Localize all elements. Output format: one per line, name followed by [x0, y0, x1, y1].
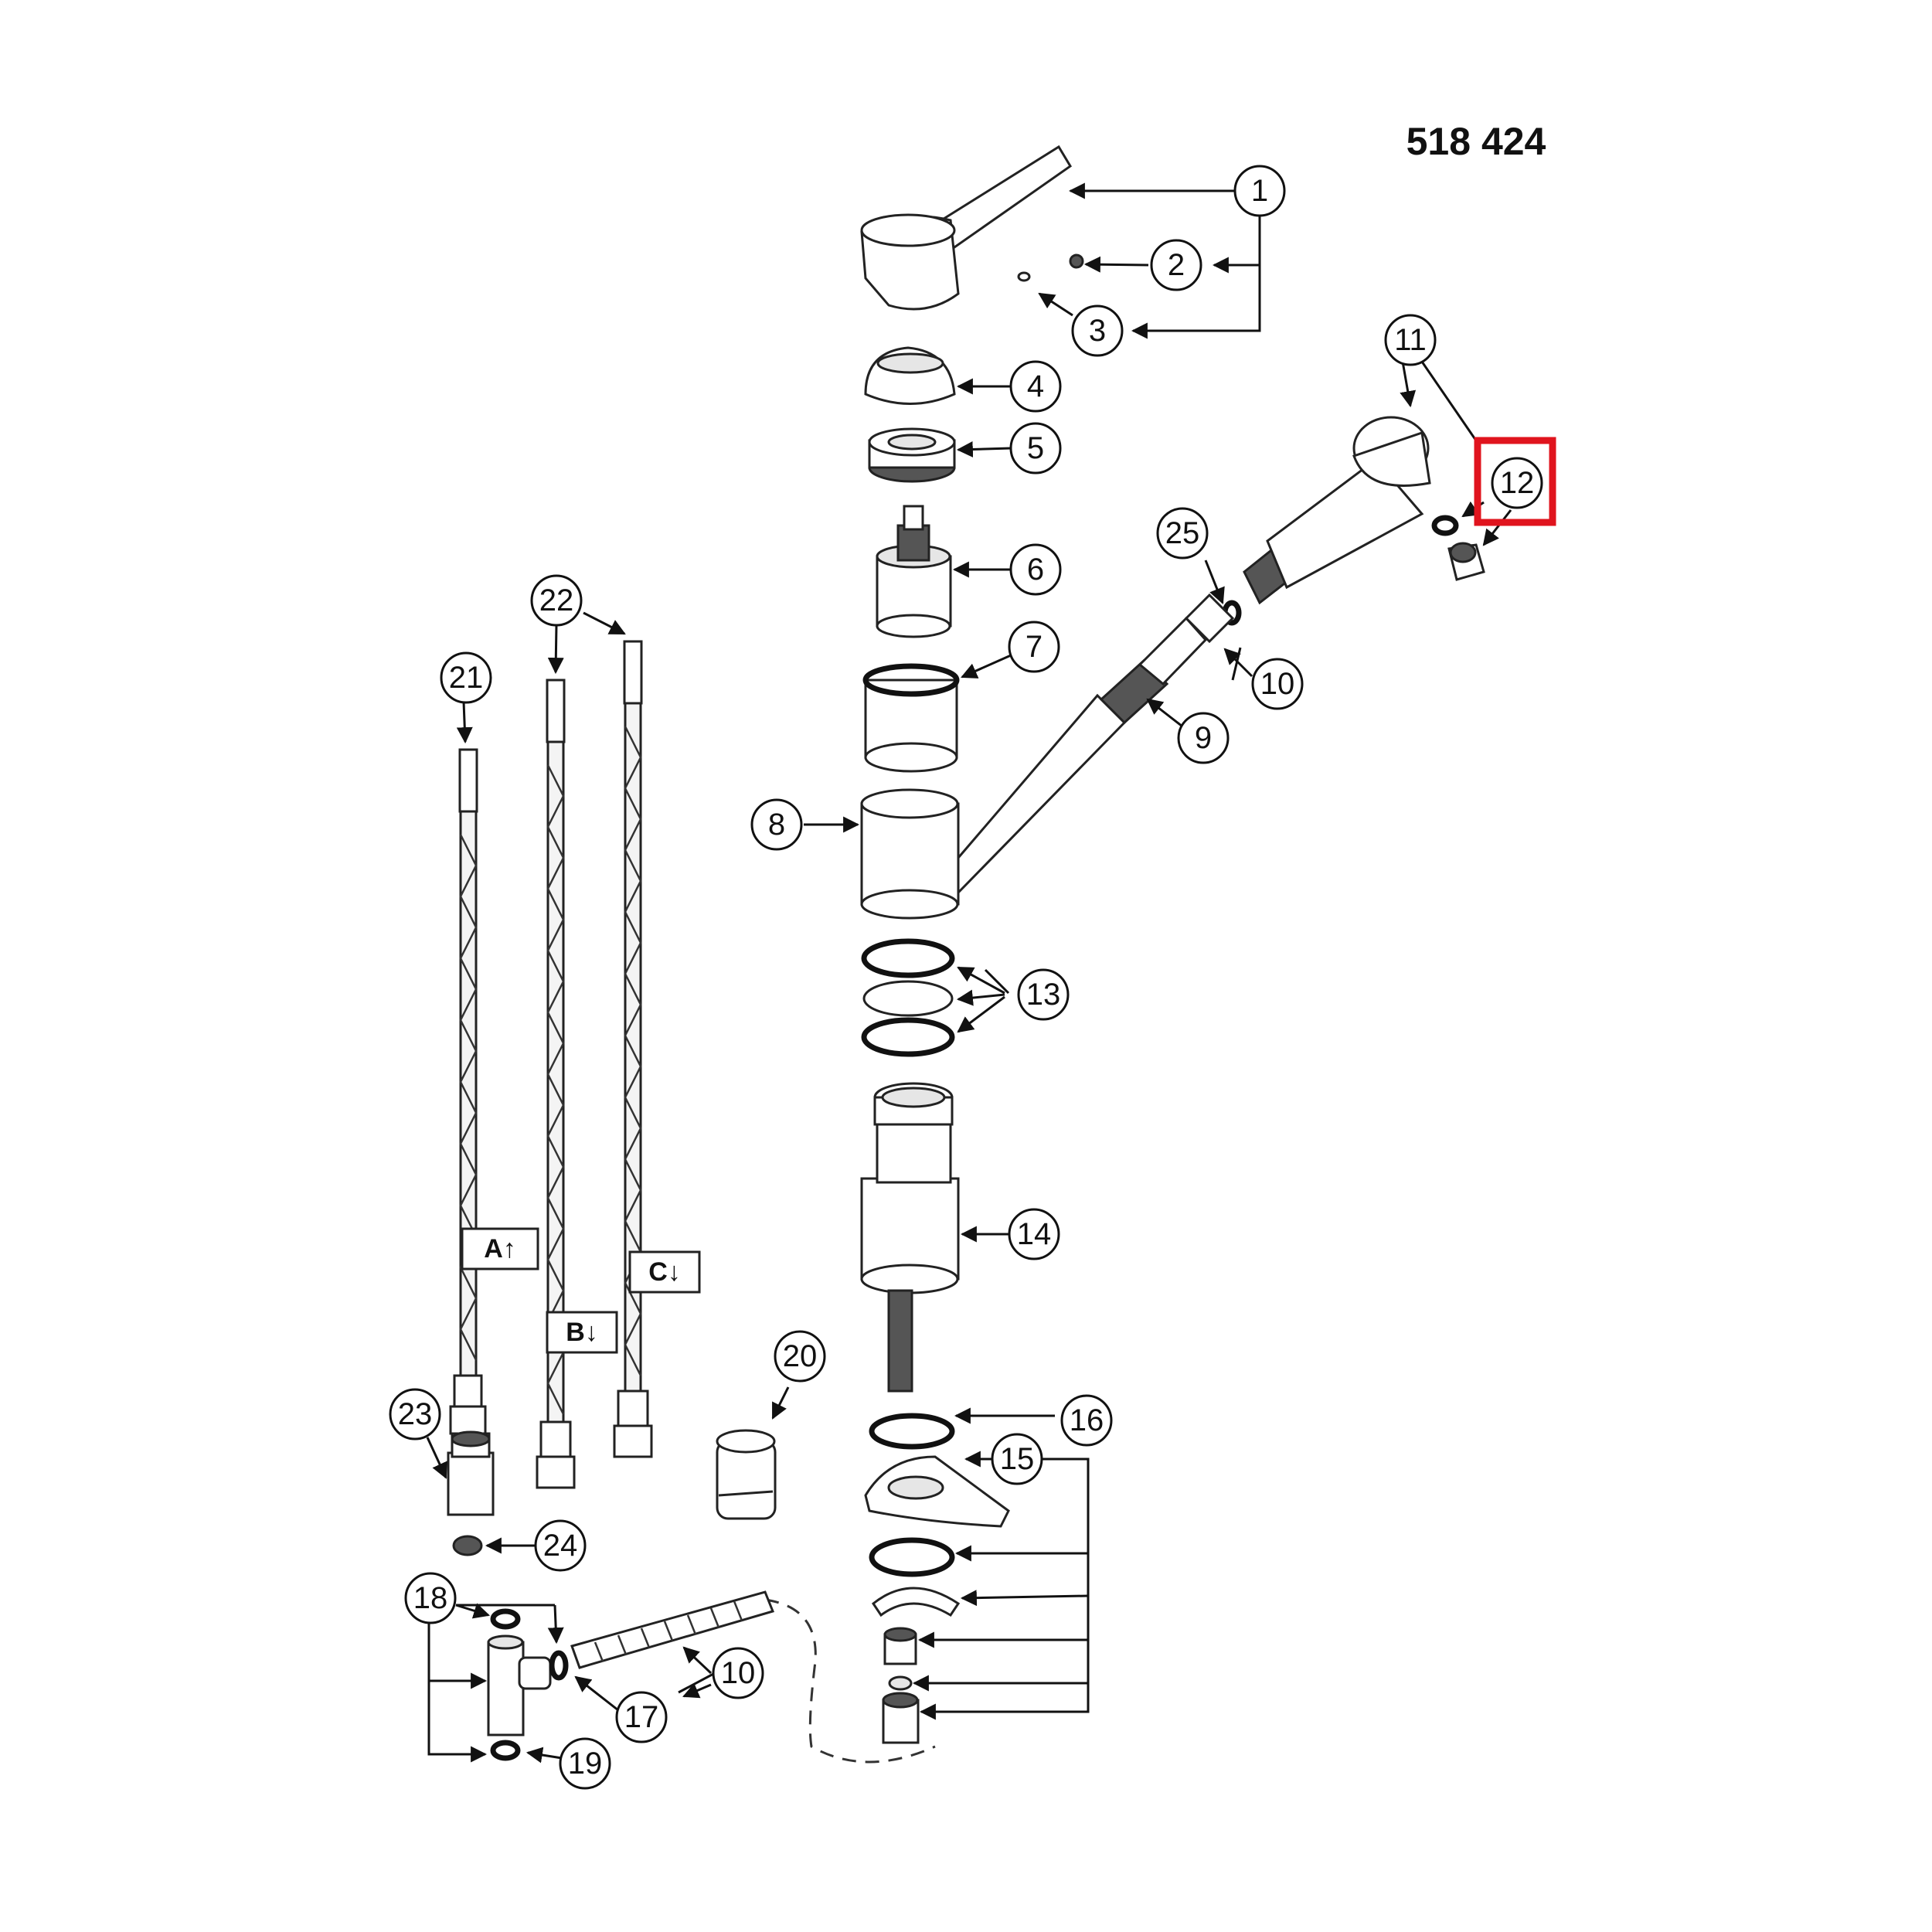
callout-6: 6	[1009, 543, 1062, 596]
hose-label-c: C↓	[628, 1250, 701, 1294]
part-6-cartridge	[876, 505, 952, 638]
part-23-adapter	[447, 1430, 495, 1516]
part-5-nut	[868, 427, 956, 483]
svg-text:16: 16	[1070, 1403, 1104, 1437]
part-3-pin	[1017, 271, 1031, 282]
callout-21: 21	[440, 651, 492, 704]
svg-text:1: 1	[1251, 174, 1268, 208]
callout-10-upper: 10	[1251, 658, 1304, 710]
callout-20: 20	[774, 1330, 826, 1383]
callout-24: 24	[534, 1519, 587, 1572]
callout-17: 17	[615, 1691, 668, 1743]
part-16-o-ring	[869, 1413, 955, 1450]
part-16-nut-upper	[883, 1627, 917, 1665]
hose-label-a: A↑	[461, 1227, 539, 1270]
part-14-base-housing	[860, 1082, 960, 1393]
part-24-filter-washer	[452, 1535, 483, 1556]
callout-12: 12	[1474, 437, 1556, 526]
callout-23: 23	[389, 1388, 441, 1440]
svg-text:21: 21	[449, 661, 484, 695]
callout-22: 22	[530, 574, 583, 627]
callout-4: 4	[1009, 360, 1062, 413]
svg-text:22: 22	[539, 583, 574, 617]
svg-text:12: 12	[1500, 466, 1535, 500]
hose-label-b: B↓	[546, 1311, 618, 1354]
part-11-spray-head	[1243, 416, 1431, 605]
callout-5: 5	[1009, 422, 1062, 474]
svg-text:6: 6	[1027, 553, 1044, 587]
svg-text:C↓: C↓	[648, 1257, 681, 1287]
svg-text:A↑: A↑	[484, 1234, 516, 1264]
svg-text:24: 24	[543, 1529, 578, 1563]
part-17-o-ring	[549, 1650, 569, 1681]
callout-19: 19	[559, 1737, 611, 1790]
callout-9: 9	[1177, 712, 1230, 764]
callout-15: 15	[991, 1433, 1043, 1485]
part-13-o-rings	[861, 938, 955, 1057]
svg-text:5: 5	[1027, 431, 1044, 465]
part-20-coupling	[716, 1429, 777, 1520]
svg-text:10: 10	[721, 1656, 756, 1690]
svg-text:17: 17	[624, 1700, 659, 1734]
part-19-o-ring	[490, 1740, 521, 1761]
callout-8: 8	[750, 798, 803, 851]
part-22-hose-b	[536, 679, 576, 1489]
part-16-nut-lower	[882, 1692, 920, 1744]
svg-text:11: 11	[1394, 323, 1427, 357]
svg-text:4: 4	[1027, 369, 1044, 403]
part-1-lever-handle	[860, 145, 1073, 311]
callout-1: 1	[1233, 165, 1286, 217]
callout-25: 25	[1156, 507, 1209, 560]
part-18-valve-body	[487, 1634, 552, 1736]
part-9-connector	[1099, 616, 1208, 725]
part-4-cap	[864, 346, 956, 405]
part-18-o-ring-top	[490, 1608, 521, 1630]
svg-text:14: 14	[1017, 1217, 1052, 1251]
callout-18: 18	[404, 1572, 457, 1624]
svg-text:2: 2	[1168, 248, 1185, 282]
callout-16: 16	[1060, 1394, 1113, 1447]
callout-2: 2	[1150, 239, 1202, 291]
svg-text:15: 15	[1000, 1442, 1035, 1476]
part-15-mounting-plate	[864, 1455, 1010, 1528]
part-21-hose-a	[449, 748, 487, 1435]
part-12-aerator	[1431, 515, 1485, 581]
svg-text:19: 19	[568, 1747, 603, 1781]
leader-lines	[426, 182, 1512, 1764]
callout-7: 7	[1008, 621, 1060, 673]
callout-11: 11	[1384, 314, 1437, 366]
part-16-washer-small	[888, 1675, 913, 1691]
svg-text:9: 9	[1195, 721, 1212, 755]
callout-10-lower: 10	[712, 1647, 764, 1699]
svg-text:7: 7	[1026, 630, 1043, 664]
part-10-flex-hose	[570, 1590, 775, 1669]
svg-text:8: 8	[768, 808, 785, 842]
part-16-horseshoe-washer	[871, 1587, 961, 1617]
svg-text:B↓: B↓	[566, 1318, 598, 1347]
part-7-sleeve	[862, 663, 960, 773]
svg-text:23: 23	[398, 1397, 433, 1431]
part-8-spout-body	[860, 693, 1127, 920]
dashed-connection-line	[764, 1598, 936, 1764]
callout-13: 13	[1017, 968, 1070, 1021]
svg-text:18: 18	[413, 1581, 448, 1615]
model-code: 518 424	[1406, 120, 1546, 163]
svg-text:10: 10	[1260, 667, 1295, 701]
svg-text:25: 25	[1165, 516, 1200, 550]
part-2-set-screw	[1069, 253, 1084, 269]
svg-text:3: 3	[1089, 314, 1106, 348]
part-10-nut	[1184, 593, 1235, 644]
callout-12-highlight	[1474, 437, 1556, 526]
callout-3: 3	[1071, 304, 1124, 357]
callout-14: 14	[1008, 1208, 1060, 1260]
svg-text:20: 20	[783, 1339, 818, 1373]
svg-text:13: 13	[1026, 978, 1061, 1012]
part-22-hose-c	[613, 640, 653, 1458]
part-16-lower-washer	[869, 1537, 955, 1577]
